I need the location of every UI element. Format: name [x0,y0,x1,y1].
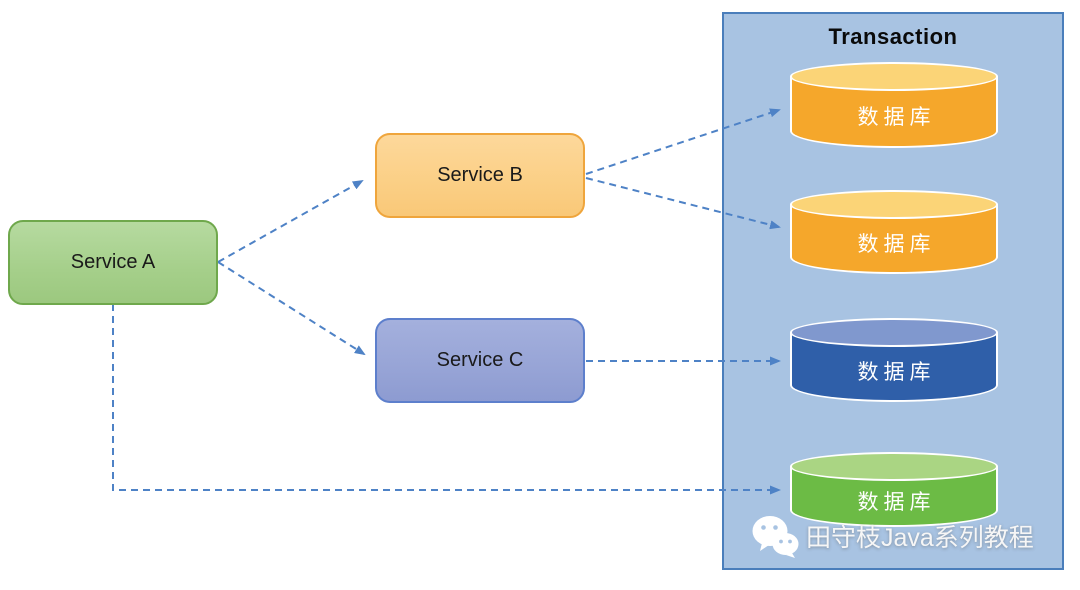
database-cylinder-1-top [790,62,998,91]
wechat-icon [752,516,799,558]
database-cylinder-3: 数据库 [790,318,998,402]
watermark-text: 田守枝Java系列教程 [806,524,1034,552]
database-cylinder-3-top [790,318,998,347]
database-3-label: 数据库 [857,361,936,384]
database-1-label: 数据库 [857,106,936,129]
service-a-label: Service A [70,251,156,273]
service-a-node: Service A [8,220,218,305]
service-b-label: Service B [437,164,523,186]
transaction-panel-title: Transaction [828,24,958,49]
database-cylinder-3-body: 数据库 [790,332,998,402]
watermark: 田守枝Java系列教程 [752,514,1034,558]
service-c-label: Service C [436,349,524,371]
database-4-label: 数据库 [857,490,936,514]
database-cylinder-2-top [790,190,998,219]
service-c-node: Service C [375,318,585,403]
arrow-service-a-to-service-c [217,261,366,356]
database-cylinder-1: 数据库 [790,62,998,148]
database-2-label: 数据库 [857,233,936,256]
arrow-service-a-to-service-b [217,180,364,263]
service-b-node: Service B [375,133,585,218]
database-cylinder-4: 数据库 [790,452,998,527]
database-cylinder-2: 数据库 [790,190,998,274]
database-cylinder-4-top [790,452,998,481]
